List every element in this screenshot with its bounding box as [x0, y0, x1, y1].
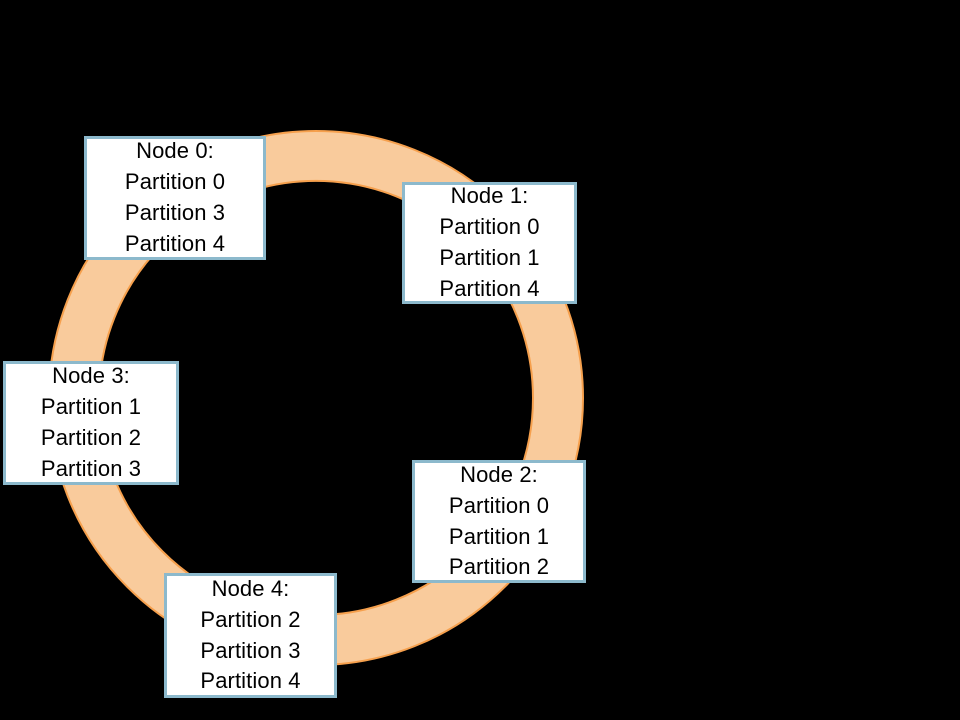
node-partition: Partition 4: [200, 668, 301, 694]
node-partition: Partition 1: [439, 245, 540, 270]
node-box-0[interactable]: Node 0: Partition 0 Partition 3 Partitio…: [84, 136, 266, 260]
node-partition: Partition 2: [40, 425, 142, 450]
node-title: Node 4:: [211, 575, 290, 601]
node-partition: Partition 1: [40, 394, 142, 420]
node-box-4[interactable]: Node 4: Partition 2 Partition 3 Partitio…: [164, 573, 337, 698]
node-partition: Partition 0: [448, 492, 550, 518]
node-box-3[interactable]: Node 3: Partition 1 Partition 2 Partitio…: [3, 361, 179, 485]
node-partition: Partition 4: [439, 275, 540, 301]
node-partition: Partition 0: [439, 214, 540, 240]
node-title: Node 3:: [52, 363, 130, 389]
node-box-1[interactable]: Node 1: Partition 0 Partition 1 Partitio…: [402, 182, 577, 304]
node-partition: Partition 4: [124, 230, 226, 256]
node-title: Node 0:: [136, 138, 214, 164]
node-partition: Partition 3: [200, 637, 301, 663]
node-partition: Partition 2: [448, 554, 550, 580]
node-partition: Partition 3: [124, 200, 226, 225]
node-title: Node 2:: [460, 461, 538, 487]
node-partition: Partition 2: [200, 606, 301, 632]
node-partition: Partition 3: [40, 455, 142, 481]
node-partition: Partition 0: [124, 169, 226, 195]
node-partition: Partition 1: [448, 523, 550, 549]
node-title: Node 1:: [450, 183, 529, 209]
node-box-2[interactable]: Node 2: Partition 0 Partition 1 Partitio…: [412, 460, 586, 583]
